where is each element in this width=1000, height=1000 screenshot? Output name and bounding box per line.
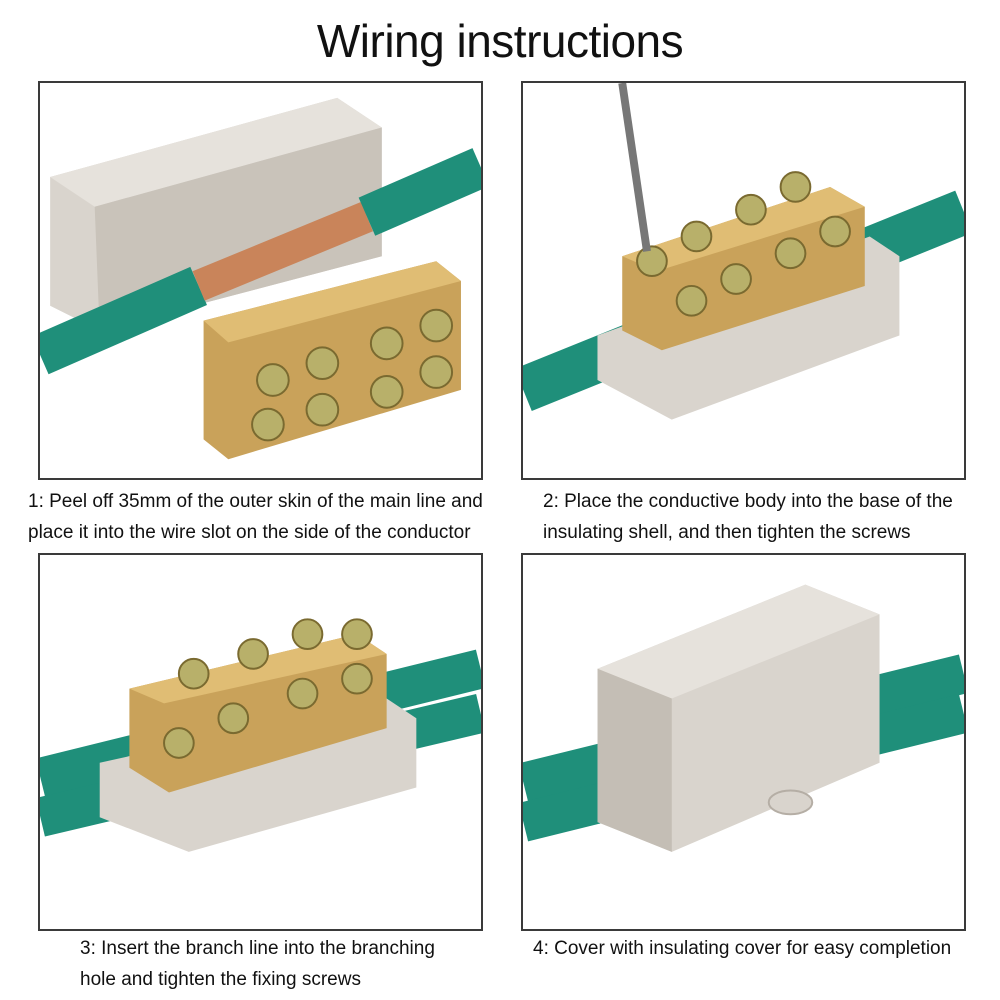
step-3-caption-line-2: hole and tighten the fixing screws bbox=[80, 969, 361, 990]
brass-top bbox=[203, 261, 461, 343]
stripped-copper bbox=[192, 202, 373, 301]
step-3-illustration bbox=[40, 618, 481, 852]
cover-side bbox=[597, 668, 672, 852]
main-wire-right bbox=[358, 148, 481, 236]
step-2-photo bbox=[521, 81, 966, 480]
brass-top bbox=[622, 186, 865, 272]
screws bbox=[251, 308, 454, 442]
mounting-tab bbox=[767, 789, 814, 816]
step-4-photo bbox=[521, 553, 966, 931]
step-3-photo bbox=[38, 553, 483, 931]
page-title: Wiring instructions bbox=[316, 15, 684, 67]
step-1-illustration bbox=[40, 97, 481, 460]
cover-top bbox=[597, 584, 880, 699]
main-wire-left bbox=[40, 266, 207, 375]
step-1-photo bbox=[38, 81, 483, 480]
screws bbox=[163, 618, 373, 759]
screwdriver bbox=[618, 83, 651, 252]
step-2-caption: 2: Place the conductive body into the ba… bbox=[543, 486, 983, 548]
step-1-caption-line-1: 1: Peel off 35mm of the outer skin of th… bbox=[28, 491, 483, 512]
step-3-caption: 3: Insert the branch line into the branc… bbox=[80, 933, 500, 995]
step-1-caption-line-2: place it into the wire slot on the side … bbox=[28, 522, 471, 543]
step-2-caption-line-1: 2: Place the conductive body into the ba… bbox=[543, 491, 953, 512]
step-1-caption: 1: Peel off 35mm of the outer skin of th… bbox=[28, 486, 508, 548]
shell-rim bbox=[50, 97, 382, 207]
step-2-illustration bbox=[523, 83, 964, 420]
step-4-illustration bbox=[523, 584, 964, 852]
step-2-caption-line-2: insulating shell, and then tighten the s… bbox=[543, 522, 911, 543]
step-3-caption-line-1: 3: Insert the branch line into the branc… bbox=[80, 938, 435, 959]
step-4-caption-line-1: 4: Cover with insulating cover for easy … bbox=[533, 938, 952, 959]
screws bbox=[636, 171, 851, 317]
step-4-caption: 4: Cover with insulating cover for easy … bbox=[533, 933, 993, 964]
